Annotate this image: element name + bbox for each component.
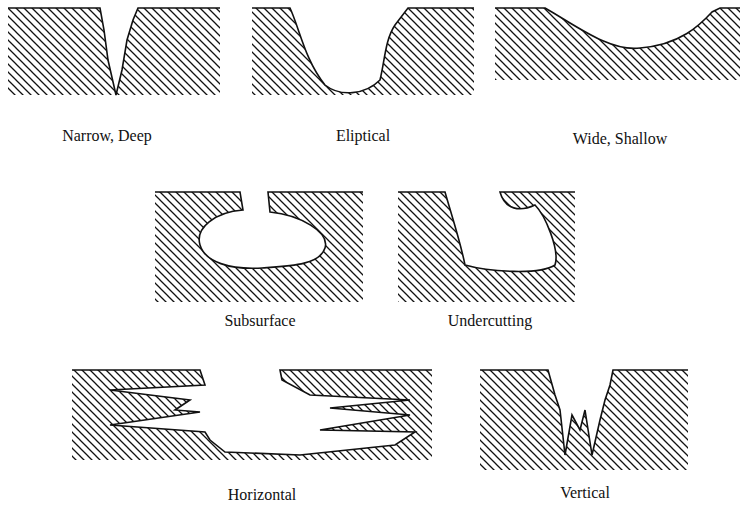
horizontal-pit [72, 370, 432, 460]
pit-caption: Undercutting [448, 312, 532, 330]
pit-caption: Subsurface [224, 312, 295, 330]
pit-caption: Wide, Shallow [573, 130, 667, 148]
elliptical-pit [252, 8, 474, 95]
vertical-pit [480, 370, 688, 470]
undercutting-pit [398, 192, 575, 302]
pit-caption: Narrow, Deep [62, 127, 152, 145]
narrow-deep-pit [8, 8, 220, 95]
pit-caption: Horizontal [228, 486, 296, 504]
wide-shallow-pit [495, 8, 740, 80]
pit-caption: Vertical [560, 484, 610, 502]
subsurface-pit [155, 192, 363, 302]
pit-caption: Eliptical [336, 127, 390, 145]
